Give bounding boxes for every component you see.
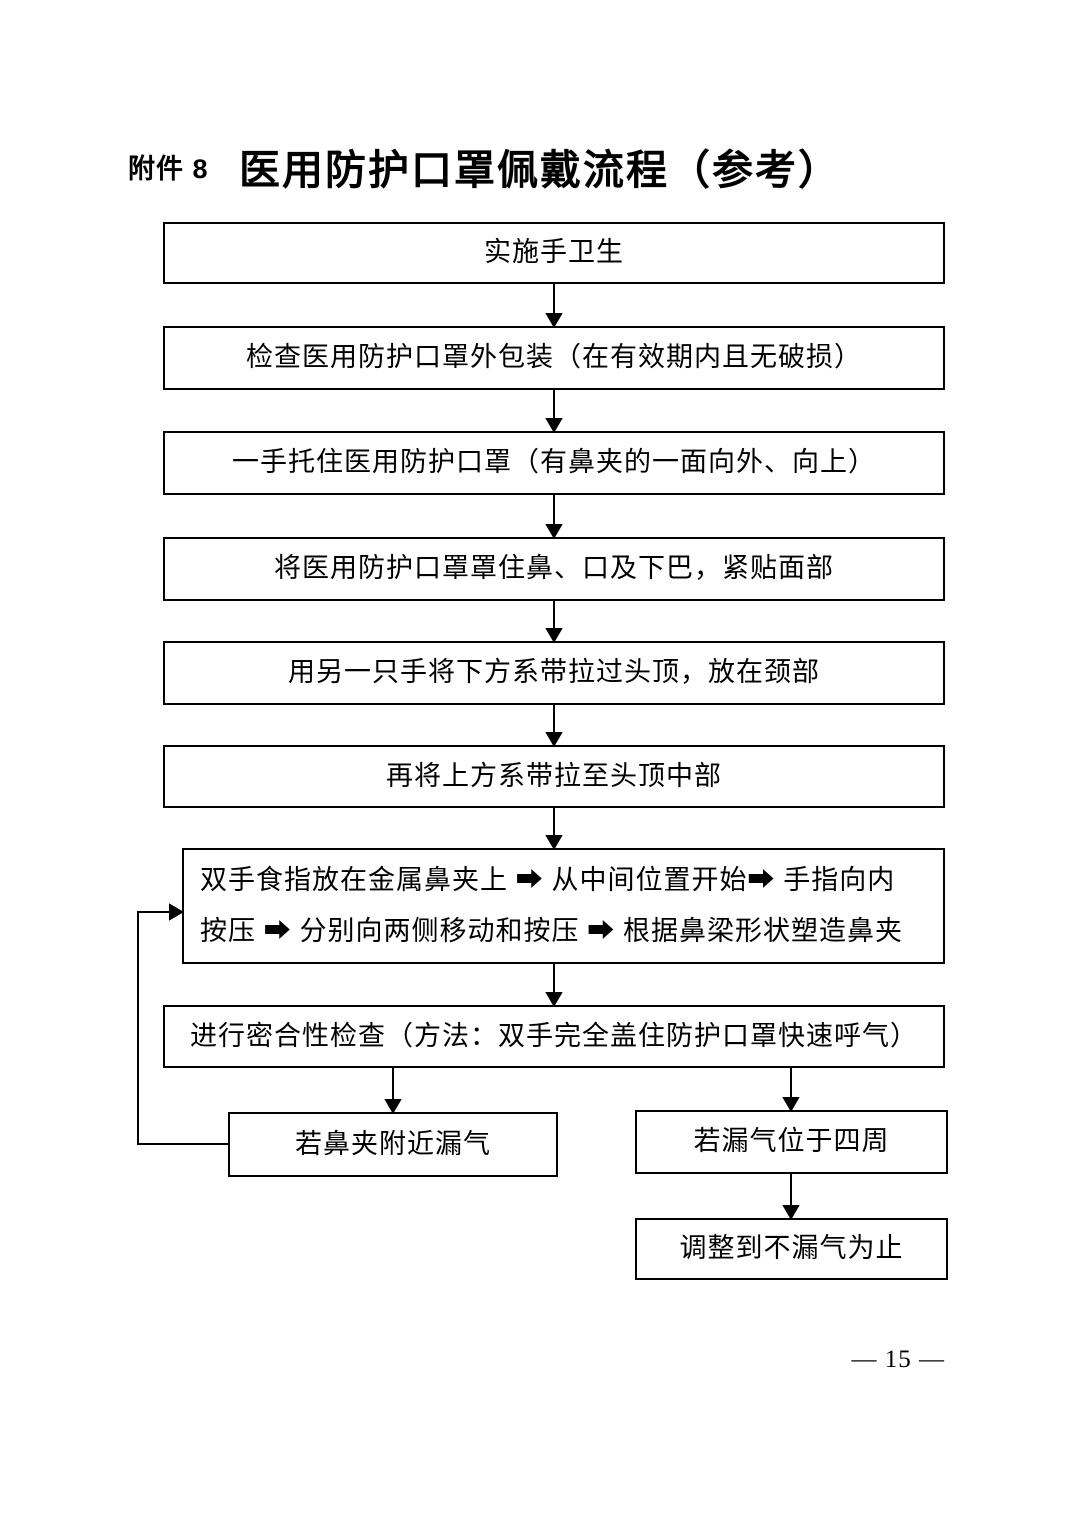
arrow-step5-step6: [545, 705, 563, 747]
flow-step-hand-hygiene: 实施手卫生: [163, 222, 945, 284]
arrow-step8-branch-right: [782, 1068, 800, 1112]
flow-branch-nose-clip-leak: 若鼻夹附近漏气: [228, 1112, 558, 1177]
flow-step-hold-mask: 一手托住医用防护口罩（有鼻夹的一面向外、向上）: [163, 431, 945, 495]
arrow-step2-step3: [545, 390, 563, 433]
flow-branch-edge-leak: 若漏气位于四周: [635, 1110, 948, 1174]
arrow-branch-right-adjust: [782, 1174, 800, 1220]
page-title: 医用防护口罩佩戴流程（参考）: [239, 147, 841, 193]
nose-clip-line-2: 按压 ➡ 分别向两侧移动和按压 ➡ 根据鼻梁形状塑造鼻夹: [200, 916, 903, 946]
flow-step-check-packaging: 检查医用防护口罩外包装（在有效期内且无破损）: [163, 326, 945, 390]
page-number: — 15 —: [851, 1346, 945, 1373]
nose-clip-line-1: 双手食指放在金属鼻夹上 ➡ 从中间位置开始➡ 手指向内: [200, 864, 896, 895]
flow-step-shape-nose-clip: 双手食指放在金属鼻夹上 ➡ 从中间位置开始➡ 手指向内 按压 ➡ 分别向两侧移动…: [182, 848, 945, 964]
arrow-step8-branch-left: [384, 1068, 402, 1114]
flow-step-lower-strap: 用另一只手将下方系带拉过头顶，放在颈部: [163, 641, 945, 705]
arrow-step1-step2: [545, 284, 563, 328]
arrow-step6-step7: [545, 808, 563, 850]
arrow-step4-step5: [545, 601, 563, 643]
flow-step-seal-check: 进行密合性检查（方法：双手完全盖住防护口罩快速呼气）: [163, 1005, 945, 1068]
flow-step-cover-face: 将医用防护口罩罩住鼻、口及下巴，紧贴面部: [163, 537, 945, 601]
flow-step-upper-strap: 再将上方系带拉至头顶中部: [163, 745, 945, 808]
arrow-step7-step8: [545, 964, 563, 1007]
attachment-label: 附件 8: [128, 154, 209, 184]
arrow-step3-step4: [545, 495, 563, 539]
flow-step-adjust-until-sealed: 调整到不漏气为止: [635, 1218, 948, 1280]
